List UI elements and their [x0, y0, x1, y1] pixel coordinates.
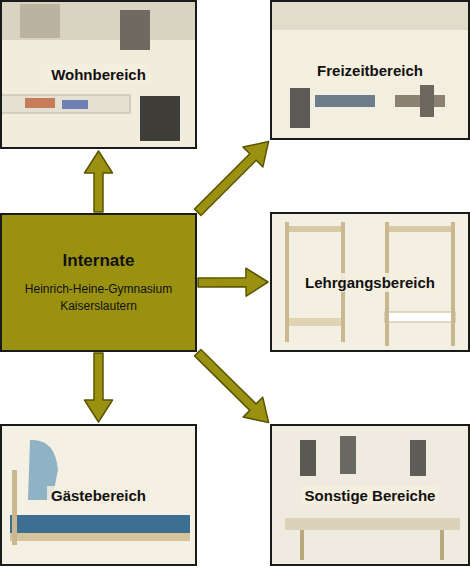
- bed-frame: [10, 533, 190, 541]
- books: [62, 100, 88, 109]
- photo-ground: [270, 0, 470, 140]
- arrow-shape: [195, 350, 269, 423]
- window-area: [0, 0, 197, 40]
- bunk-bed: [285, 226, 345, 232]
- bunk-bed: [385, 226, 455, 232]
- arrow-connector: [85, 151, 113, 212]
- area-label: Freizeitbereich: [313, 61, 427, 80]
- bed: [10, 515, 190, 533]
- photo-ground: [0, 0, 197, 149]
- photo-ground: [270, 424, 470, 566]
- hub-box: InternateHeinrich-Heine-Gymnasium Kaiser…: [0, 213, 197, 352]
- books: [25, 98, 55, 108]
- ceiling: [270, 0, 470, 30]
- table-football: [315, 95, 375, 107]
- bunk-bed: [451, 222, 455, 346]
- person: [420, 85, 434, 117]
- photo-box: Gästebereich: [0, 424, 197, 566]
- arrow-shape: [195, 141, 269, 215]
- arrow-shape: [198, 268, 268, 296]
- arrow-connector: [198, 268, 268, 296]
- arrow-shape: [85, 353, 113, 422]
- person: [290, 88, 310, 128]
- table: [285, 518, 460, 530]
- arrow-connector: [195, 141, 269, 215]
- bunk-bed: [285, 318, 345, 326]
- photo-ground: [0, 424, 197, 566]
- area-label: Gästebereich: [47, 486, 150, 505]
- hub-subtitle: Heinrich-Heine-Gymnasium Kaiserslautern: [24, 281, 174, 313]
- window: [20, 4, 60, 38]
- bed-frame: [12, 470, 17, 545]
- photo-box: Freizeitbereich: [270, 0, 470, 140]
- area-label: Wohnbereich: [47, 65, 150, 84]
- area-label: Lehrgangsbereich: [301, 273, 439, 292]
- person: [300, 440, 316, 476]
- arrow-shape: [85, 151, 113, 212]
- photo-box: Sonstige Bereiche: [270, 424, 470, 566]
- person: [120, 10, 150, 50]
- bunk-bed: [285, 222, 289, 342]
- photo-box: Wohnbereich: [0, 0, 197, 149]
- arrow-connector: [85, 353, 113, 422]
- person: [340, 436, 356, 474]
- photo-ground: [270, 212, 470, 352]
- hub-title: Internate: [63, 251, 135, 271]
- bunk-bed: [385, 312, 455, 322]
- area-label: Sonstige Bereiche: [301, 486, 440, 505]
- person: [140, 96, 180, 141]
- arrow-connector: [195, 350, 269, 423]
- person: [410, 440, 426, 476]
- photo-box: Lehrgangsbereich: [270, 212, 470, 352]
- table-leg: [300, 530, 304, 560]
- table-leg: [440, 530, 444, 560]
- desk: [0, 95, 130, 113]
